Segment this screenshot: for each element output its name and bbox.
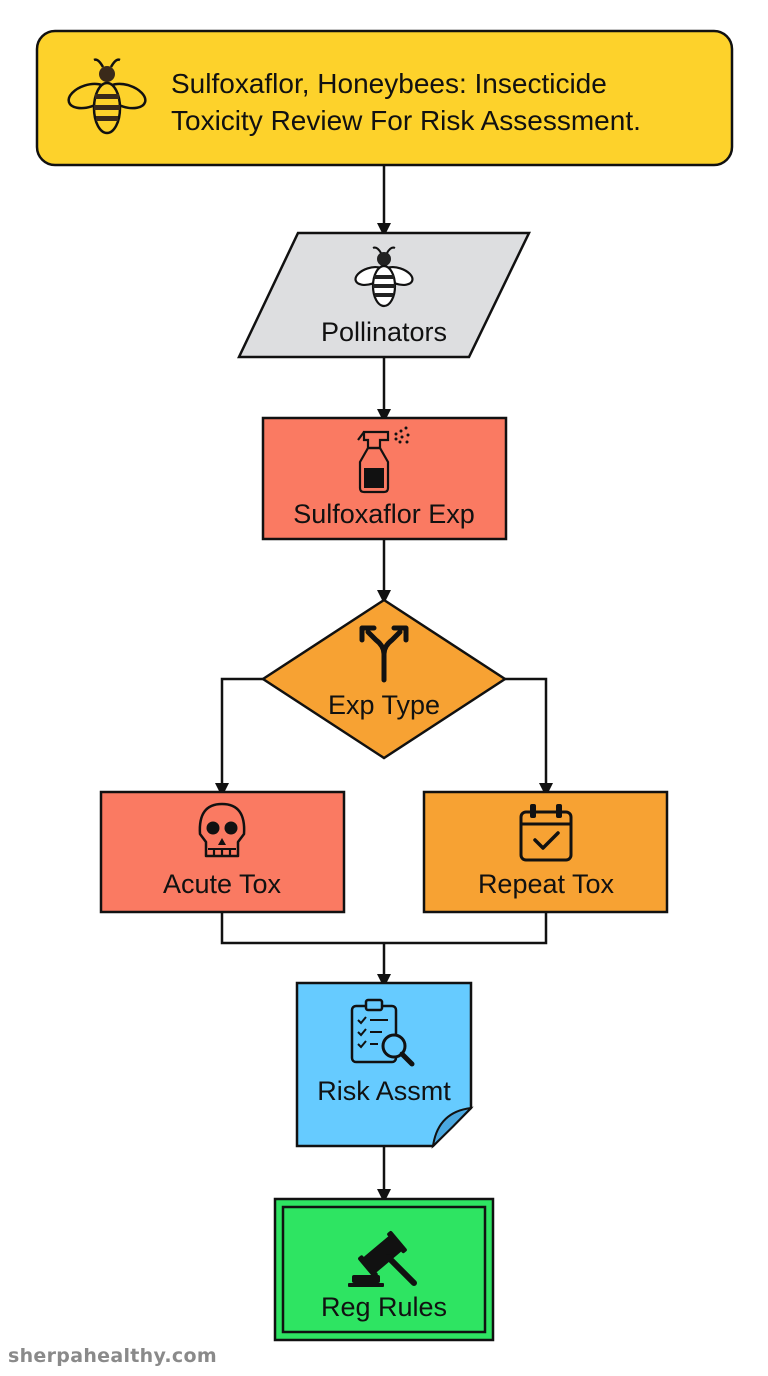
acute-node: Acute Tox (99, 790, 346, 914)
rules-box-inner (281, 1205, 487, 1334)
title-line-1: Sulfoxaflor, Honeybees: Insecticide (171, 68, 607, 99)
pollinators-label: Pollinators (321, 317, 447, 347)
rules-node: Reg Rules (273, 1197, 495, 1342)
connectors (215, 166, 553, 1203)
arrow-exp-type-to-acute (215, 677, 264, 797)
connector-acute-merge (220, 912, 548, 945)
repeat-node: Repeat Tox (422, 790, 669, 914)
exposure-label: Sulfoxaflor Exp (293, 499, 475, 529)
repeat-label: Repeat Tox (478, 869, 615, 899)
rules-box-outer (273, 1197, 495, 1342)
split-arrow-icon (359, 625, 409, 683)
clipboard-search-icon (350, 998, 415, 1067)
exp-type-node: Exp Type (260, 598, 508, 760)
gavel-icon (348, 1231, 417, 1287)
title-box (35, 29, 734, 167)
risk-folded-corner (431, 1106, 474, 1149)
pollinators-node: Pollinators (237, 231, 531, 359)
exposure-node: Sulfoxaflor Exp (261, 416, 508, 541)
title-line-2: Toxicity Review For Risk Assessment. (171, 105, 641, 136)
arrow-exp-type-to-repeat (504, 677, 553, 797)
skull-icon (198, 802, 246, 858)
rules-label: Reg Rules (321, 1292, 447, 1322)
acute-label: Acute Tox (163, 869, 282, 899)
title-node: Sulfoxaflor, Honeybees: Insecticide Toxi… (35, 29, 734, 167)
bee-icon (354, 246, 414, 308)
bee-icon (67, 58, 147, 135)
risk-label: Risk Assmt (317, 1076, 451, 1106)
spray-bottle-icon (357, 426, 410, 494)
calendar-check-icon (519, 804, 573, 862)
exposure-box (261, 416, 508, 541)
watermark: sherpahealthy.com (8, 1345, 217, 1367)
exp-type-label: Exp Type (328, 690, 440, 720)
risk-node: Risk Assmt (295, 981, 474, 1149)
